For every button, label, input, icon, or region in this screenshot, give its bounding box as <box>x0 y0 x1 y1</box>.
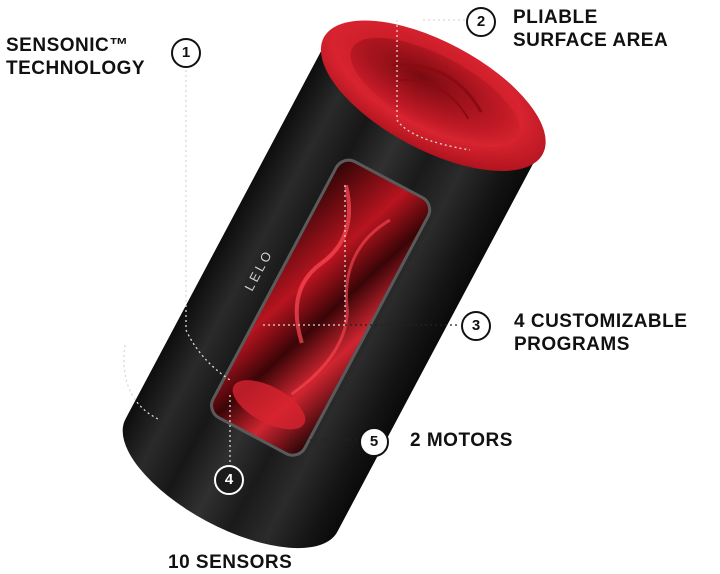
callout-5-badge: 5 <box>359 427 389 457</box>
callout-1-line-1: SENSONIC™ <box>6 35 129 56</box>
callout-4-line-1: 10 SENSORS <box>168 552 293 573</box>
leader-line-1 <box>185 70 231 381</box>
sleeve-opening <box>350 37 520 147</box>
callout-2-badge: 2 <box>466 7 496 37</box>
callout-4-label: 10 SENSORS <box>168 551 292 574</box>
callout-3-badge: 3 <box>461 311 491 341</box>
callout-3-line-1: 4 CUSTOMIZABLE <box>514 311 688 332</box>
callout-3-line-2: PROGRAMS <box>514 334 630 355</box>
callout-1-badge: 1 <box>171 38 201 68</box>
leader-line-2 <box>396 20 471 151</box>
callout-3-label: 4 CUSTOMIZABLE PROGRAMS <box>514 310 687 356</box>
callout-5-label: 2 MOTORS <box>410 429 513 452</box>
callout-2-line-1: PLIABLE <box>513 7 598 28</box>
callout-1-label: SENSONIC™ TECHNOLOGY <box>6 34 145 80</box>
callout-1-line-2: TECHNOLOGY <box>6 58 146 79</box>
leader-line-1b <box>123 344 161 421</box>
callout-2-label: PLIABLE SURFACE AREA <box>513 6 668 52</box>
callout-5-line-1: 2 MOTORS <box>410 430 513 451</box>
callout-4-badge: 4 <box>214 465 244 495</box>
callout-2-line-2: SURFACE AREA <box>513 30 669 51</box>
viewing-window <box>210 158 432 457</box>
